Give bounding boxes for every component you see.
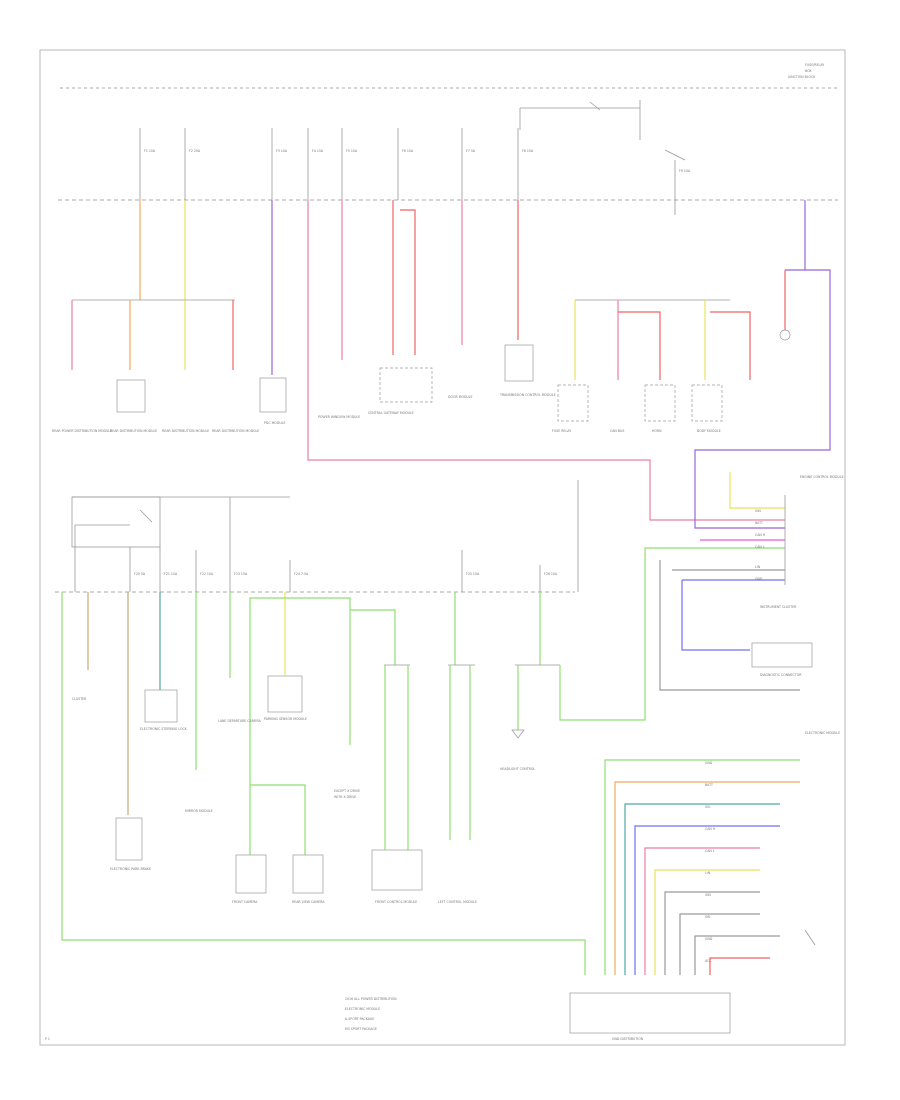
- component-label: REAR POWER DISTRIBUTION MODULE: [52, 429, 112, 433]
- wire-label: SIG: [705, 805, 711, 809]
- upper-component-labels: REAR POWER DISTRIBUTION MODULE REAR DIST…: [52, 393, 721, 433]
- component-label: HORN: [652, 429, 662, 433]
- note-label: WITH X DRIVE: [334, 795, 356, 799]
- page-number: P 1: [45, 1037, 50, 1041]
- component-label: BODY MODULE: [697, 429, 721, 433]
- upper-wires: [71, 200, 831, 541]
- wire-label: LIN: [705, 871, 711, 875]
- wire-label: CAN H: [705, 827, 716, 831]
- connector-pin: BATT: [755, 521, 763, 525]
- component-label: REAR VIEW CAMERA: [292, 900, 325, 904]
- title-block: FUSE/RELAY BOX JUNCTION BLOCK: [787, 63, 824, 79]
- fuse-label: F3 10A: [276, 149, 288, 153]
- wire-label: GND: [705, 937, 713, 941]
- right-lower-labels: GND BATT SIG CAN H CAN L LIN IGN SW GND …: [705, 761, 716, 963]
- title-line-3: JUNCTION BLOCK: [787, 75, 816, 79]
- diagram-frame: [39, 49, 846, 1046]
- component-label: POWER WINDOW MODULE: [318, 415, 360, 419]
- component-label: REAR DISTRIBUTION MODULE: [162, 429, 209, 433]
- title-line-2: BOX: [805, 69, 812, 73]
- lower-component-labels: CLUSTER ELECTRONIC STEERING LOCK LANE DE…: [72, 697, 535, 904]
- bottom-caption: GND DISTRIBUTION: [612, 1037, 644, 1041]
- fuse-label: F26 10A: [544, 572, 558, 576]
- component-label: DOOR MODULE: [448, 395, 473, 399]
- top-relay-area: [519, 100, 686, 215]
- connector-pin: LIN: [755, 565, 761, 569]
- legend: 2016 ALL POWER DISTRIBUTION ELECTRONIC M…: [345, 997, 397, 1031]
- component-label: PDC MODULE: [264, 421, 285, 425]
- connector-title: ENGINE CONTROL MODULE: [800, 475, 844, 479]
- wire-label: GND: [705, 761, 713, 765]
- fuse-label: F9 10A: [679, 169, 691, 173]
- wire-label: IGN: [705, 893, 711, 897]
- component-label: HEADLIGHT CONTROL: [500, 767, 535, 771]
- fuse-labels-top: F1 10A F2 20A F3 10A F4 15A F5 10A F6 10…: [144, 149, 691, 173]
- fuse-label: F20 5A: [134, 572, 146, 576]
- component-label: CAN BUS: [610, 429, 624, 433]
- fuse-label: F6 10A: [402, 149, 414, 153]
- note-label: EXCEPT X DRIVE: [334, 789, 360, 793]
- component-label: TRANSMISSION CONTROL MODULE: [499, 393, 556, 397]
- fuse-label: F7 5A: [466, 149, 476, 153]
- right-lower-bundle: [569, 759, 816, 1034]
- lower-components: [115, 642, 813, 894]
- legend-item: M3 SPORT PACKAGE: [345, 1027, 377, 1031]
- lower-relay-area: [71, 480, 579, 592]
- fuse-label: F2 20A: [189, 149, 201, 153]
- component-label: FUSE RELAY: [552, 429, 571, 433]
- module-label: INSTRUMENT CLUSTER: [760, 605, 797, 609]
- fuse-label: F24 7.5A: [294, 572, 309, 576]
- fuse-label: F1 10A: [144, 149, 156, 153]
- legend-item: ELECTRONIC MODULE: [345, 1007, 380, 1011]
- component-label: REAR DISTRIBUTION MODULE: [110, 429, 157, 433]
- component-label: ELECTRONIC PARK BRAKE: [110, 867, 151, 871]
- fuse-label: F8 15A: [522, 149, 534, 153]
- module-label: ELECTRONIC MODULE: [805, 731, 840, 735]
- component-label: REAR DISTRIBUTION MODULE: [212, 429, 259, 433]
- fuse-label: F21 10A: [164, 572, 178, 576]
- legend-item: 2016 ALL POWER DISTRIBUTION: [345, 997, 397, 1001]
- fuse-label: F23 15A: [234, 572, 248, 576]
- connector-pin: CAN L: [755, 545, 765, 549]
- component-label: LEFT CONTROL MODULE: [438, 900, 477, 904]
- lower-wires: [61, 547, 800, 975]
- component-label: PARKING SENSOR MODULE: [264, 717, 307, 721]
- component-label: MIRROR MODULE: [185, 809, 213, 813]
- fuse-labels-lower: F20 5A F21 10A F22 10A F23 15A F24 7.5A …: [134, 572, 558, 576]
- component-label: FRONT CAMERA: [232, 900, 258, 904]
- component-label: CENTRAL GATEWAY MODULE: [368, 411, 414, 415]
- connector-pin: CAN H: [755, 533, 766, 537]
- wire-label: ACC: [705, 959, 712, 963]
- upper-fuse-drops: [139, 128, 519, 200]
- connector-pin: GND: [755, 577, 763, 581]
- upper-components: [116, 329, 791, 422]
- component-label: CLUSTER: [72, 697, 87, 701]
- wire-label: CAN L: [705, 849, 715, 853]
- title-line-1: FUSE/RELAY: [805, 63, 824, 67]
- right-connector: ENGINE CONTROL MODULE IGN BATT CAN H CAN…: [755, 475, 844, 735]
- wire-label: SW: [705, 915, 711, 919]
- component-label: ELECTRONIC STEERING LOCK: [140, 727, 188, 731]
- wire-label: BATT: [705, 783, 713, 787]
- connector-pin: IGN: [755, 509, 761, 513]
- fuse-label: F25 10A: [466, 572, 480, 576]
- component-label: FRONT CONTROL MODULE: [375, 900, 417, 904]
- component-label: LANE DEPARTURE CAMERA: [218, 719, 262, 723]
- module-label: DIAGNOSTIC CONNECTOR: [760, 673, 802, 677]
- fuse-label: F4 15A: [312, 149, 324, 153]
- fuse-label: F22 10A: [200, 572, 214, 576]
- fuse-label: F5 10A: [346, 149, 358, 153]
- legend-item: A-SPORT PACKAGE: [345, 1017, 374, 1021]
